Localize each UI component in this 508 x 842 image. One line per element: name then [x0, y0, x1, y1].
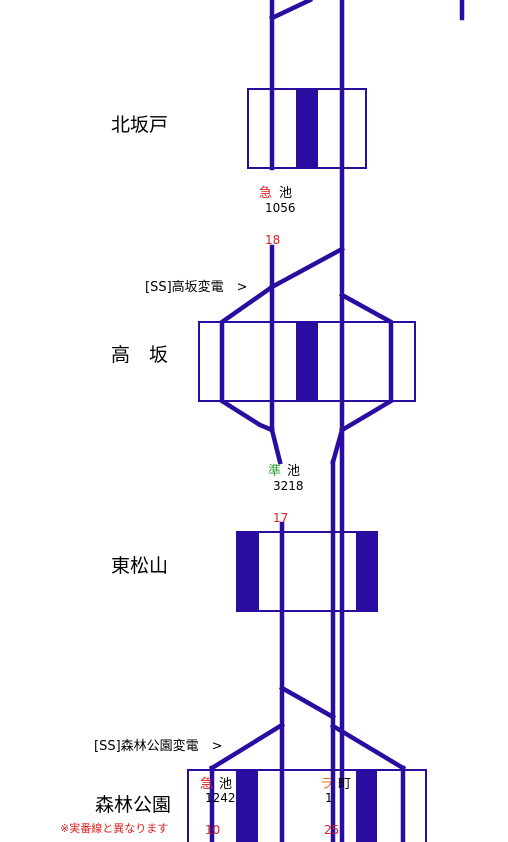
platform-block-takasaka — [296, 322, 318, 401]
train-number-1: 1056 — [265, 201, 296, 215]
train-number-3: 1242 — [205, 791, 236, 805]
note-track-numbers: ※実番線と異なります — [60, 821, 168, 835]
platform-block-left-higashimatsuyama — [237, 532, 259, 611]
loop-right-takasaka — [338, 291, 394, 434]
substation-shinrinkoen: [SS]森林公園変電 > — [94, 738, 223, 754]
station-name-shinrinkoen: 森林公園 — [95, 794, 171, 816]
train-type-4: ラ — [320, 777, 333, 792]
platform-block-kitasakado — [296, 89, 318, 168]
train-dest-3: 池 — [219, 777, 232, 792]
station-name-takasaka: 高 坂 — [111, 344, 168, 366]
siding-left-shinrinkoen — [208, 721, 286, 772]
train-number-2: 3218 — [273, 479, 304, 493]
loop-left-takasaka — [219, 283, 276, 433]
train-car-3: 10 — [205, 823, 220, 837]
track-right-lower — [330, 427, 345, 465]
substation-takasaka: [SS]高坂変電 > — [145, 279, 248, 295]
siding-right-shinrinkoen — [329, 722, 407, 772]
platform-block-right-higashimatsuyama — [356, 532, 377, 611]
crossover-top — [269, 0, 313, 21]
train-dest-2: 池 — [287, 464, 300, 479]
train-number-4: 1 — [325, 791, 333, 805]
crossover-takasaka — [268, 245, 346, 291]
crossover-higashimatsuyama — [278, 684, 337, 721]
platform-shinrinkoen — [187, 769, 427, 842]
track-left-lower-takasaka — [269, 427, 283, 465]
platform-block-right-shinrinkoen — [356, 770, 377, 842]
train-type-1: 急 — [259, 186, 272, 201]
train-car-1: 18 — [265, 233, 280, 247]
train-dest-4: 町 — [338, 777, 351, 792]
train-car-4: 25 — [324, 823, 339, 837]
train-dest-1: 池 — [279, 186, 292, 201]
station-name-kitasakado: 北坂戸 — [111, 114, 168, 136]
platform-block-left-shinrinkoen — [236, 770, 258, 842]
station-name-higashimatsuyama: 東松山 — [111, 555, 168, 577]
train-car-2: 17 — [273, 511, 288, 525]
train-type-2: 準 — [268, 463, 281, 479]
train-type-3: 急 — [200, 777, 213, 792]
